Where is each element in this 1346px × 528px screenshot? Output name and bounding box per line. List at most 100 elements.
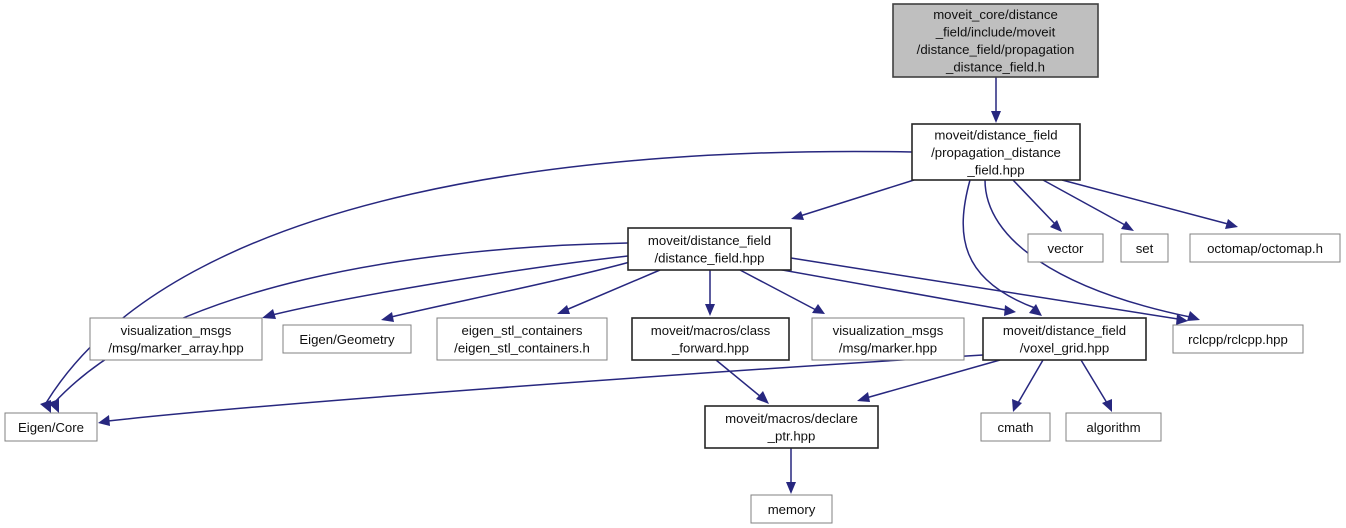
node-label-eigen_stl: /eigen_stl_containers.h	[454, 341, 590, 356]
node-label-root: _field/include/moveit	[935, 25, 1056, 40]
graph-edge-propagation-to-set	[1042, 179, 1126, 226]
node-box-memory[interactable]	[750, 494, 833, 524]
node-label-declare_ptr: _ptr.hpp	[767, 429, 816, 444]
node-label-propagation: _field.hpp	[966, 162, 1024, 177]
arrowhead-icon	[812, 304, 825, 314]
arrowhead-icon	[1004, 305, 1016, 316]
graph-edge-propagation-to-distance_field	[799, 179, 915, 217]
node-box-class_forward[interactable]	[631, 317, 790, 361]
graph-node-set[interactable]: set	[1120, 233, 1169, 263]
node-label-propagation: /propagation_distance	[931, 145, 1061, 160]
node-box-marker[interactable]	[811, 317, 965, 361]
node-label-voxel_grid: moveit/distance_field	[1003, 323, 1126, 338]
graph-node-propagation[interactable]: moveit/distance_field/propagation_distan…	[911, 123, 1081, 181]
node-box-set[interactable]	[1120, 233, 1169, 263]
arrowhead-icon	[1187, 311, 1200, 321]
arrowhead-icon	[40, 400, 51, 413]
graph-edge-voxel_grid-to-eigen_core	[107, 354, 984, 422]
arrowhead-icon	[1121, 221, 1134, 231]
node-box-eigen_stl[interactable]	[436, 317, 608, 361]
node-label-eigen_stl: eigen_stl_containers	[462, 323, 583, 338]
graph-edge-distance_field-to-rclcpp	[790, 257, 1179, 320]
node-label-root: /distance_field/propagation	[917, 42, 1075, 57]
graph-node-eigen_geometry[interactable]: Eigen/Geometry	[282, 324, 412, 354]
node-box-cmath[interactable]	[980, 412, 1051, 442]
node-box-voxel_grid[interactable]	[982, 317, 1147, 361]
node-box-eigen_geometry[interactable]	[282, 324, 412, 354]
node-label-octomap: octomap/octomap.h	[1207, 241, 1323, 256]
node-box-distance_field[interactable]	[627, 227, 792, 271]
graph-node-vector[interactable]: vector	[1027, 233, 1104, 263]
graph-node-voxel_grid[interactable]: moveit/distance_field/voxel_grid.hpp	[982, 317, 1147, 361]
arrowhead-icon	[1176, 314, 1188, 325]
node-label-rclcpp: rclcpp/rclcpp.hpp	[1188, 332, 1288, 347]
arrowhead-icon	[381, 312, 394, 322]
arrowhead-icon	[756, 391, 769, 404]
graph-node-memory[interactable]: memory	[750, 494, 833, 524]
graph-nodes: moveit_core/distance _field/include/movei…	[4, 3, 1341, 524]
node-label-marker: visualization_msgs	[833, 323, 944, 338]
graph-edge-propagation-to-eigen_core	[45, 150, 913, 404]
node-box-rclcpp[interactable]	[1172, 324, 1304, 354]
graph-node-marker[interactable]: visualization_msgs/msg/marker.hpp	[811, 317, 965, 361]
arrowhead-icon	[1012, 399, 1022, 412]
node-box-octomap[interactable]	[1189, 233, 1341, 263]
graph-edge-propagation-to-octomap	[1061, 179, 1229, 225]
arrowhead-icon	[557, 305, 570, 314]
node-box-eigen_core[interactable]	[4, 412, 98, 442]
arrowhead-icon	[1029, 304, 1042, 316]
graph-node-algorithm[interactable]: algorithm	[1065, 412, 1162, 442]
arrowhead-icon	[262, 309, 276, 319]
graph-edge-distance_field-to-eigen_geometry	[390, 261, 631, 318]
arrowhead-icon	[98, 415, 110, 426]
graph-node-marker_array[interactable]: visualization_msgs/msg/marker_array.hpp	[89, 317, 263, 361]
graph-node-root[interactable]: moveit_core/distance _field/include/movei…	[892, 3, 1099, 78]
node-box-root[interactable]	[892, 3, 1099, 78]
node-label-distance_field: /distance_field.hpp	[655, 251, 765, 266]
graph-node-declare_ptr[interactable]: moveit/macros/declare _ptr.hpp	[704, 405, 879, 449]
graph-node-class_forward[interactable]: moveit/macros/class _forward.hpp	[631, 317, 790, 361]
node-box-vector[interactable]	[1027, 233, 1104, 263]
graph-edge-propagation-to-vector	[1012, 179, 1056, 225]
arrowhead-icon	[705, 304, 715, 316]
arrowhead-icon	[786, 482, 796, 494]
node-label-eigen_geometry: Eigen/Geometry	[299, 332, 395, 347]
graph-edge-distance_field-to-marker	[739, 269, 817, 311]
graph-edge-voxel_grid-to-cmath	[1017, 359, 1044, 404]
graph-edge-distance_field-to-voxel_grid	[759, 265, 1007, 311]
graph-node-rclcpp[interactable]: rclcpp/rclcpp.hpp	[1172, 324, 1304, 354]
node-label-set: set	[1136, 241, 1154, 256]
node-box-propagation[interactable]	[911, 123, 1081, 181]
node-label-vector: vector	[1048, 241, 1085, 256]
graph-edges	[40, 77, 1238, 494]
graph-node-eigen_stl[interactable]: eigen_stl_containers/eigen_stl_container…	[436, 317, 608, 361]
node-label-class_forward: moveit/macros/class	[651, 323, 771, 338]
arrowhead-icon	[1102, 399, 1112, 412]
arrowhead-icon	[857, 392, 870, 402]
graph-node-cmath[interactable]: cmath	[980, 412, 1051, 442]
node-box-algorithm[interactable]	[1065, 412, 1162, 442]
node-label-marker_array: /msg/marker_array.hpp	[108, 341, 243, 356]
arrowhead-icon	[991, 111, 1001, 123]
node-label-declare_ptr: moveit/macros/declare	[725, 411, 858, 426]
node-box-declare_ptr[interactable]	[704, 405, 879, 449]
node-label-class_forward: _forward.hpp	[671, 341, 749, 356]
graph-edge-class_forward-to-declare_ptr	[715, 359, 762, 398]
graph-node-octomap[interactable]: octomap/octomap.h	[1189, 233, 1341, 263]
graph-node-eigen_core[interactable]: Eigen/Core	[4, 412, 98, 442]
node-label-voxel_grid: /voxel_grid.hpp	[1020, 341, 1109, 356]
graph-edge-distance_field-to-eigen_stl	[565, 269, 661, 311]
arrowhead-icon	[1225, 219, 1238, 229]
node-label-marker_array: visualization_msgs	[121, 323, 232, 338]
graph-node-distance_field[interactable]: moveit/distance_field/distance_field.hpp	[627, 227, 792, 271]
arrowhead-icon	[48, 399, 59, 413]
graph-edge-propagation-to-voxel_grid	[962, 179, 1036, 309]
arrowhead-icon	[791, 211, 804, 220]
node-label-propagation: moveit/distance_field	[934, 127, 1057, 142]
node-box-marker_array[interactable]	[89, 317, 263, 361]
node-label-marker: /msg/marker.hpp	[839, 341, 937, 356]
node-label-algorithm: algorithm	[1086, 420, 1140, 435]
node-label-root: moveit_core/distance	[933, 7, 1058, 22]
